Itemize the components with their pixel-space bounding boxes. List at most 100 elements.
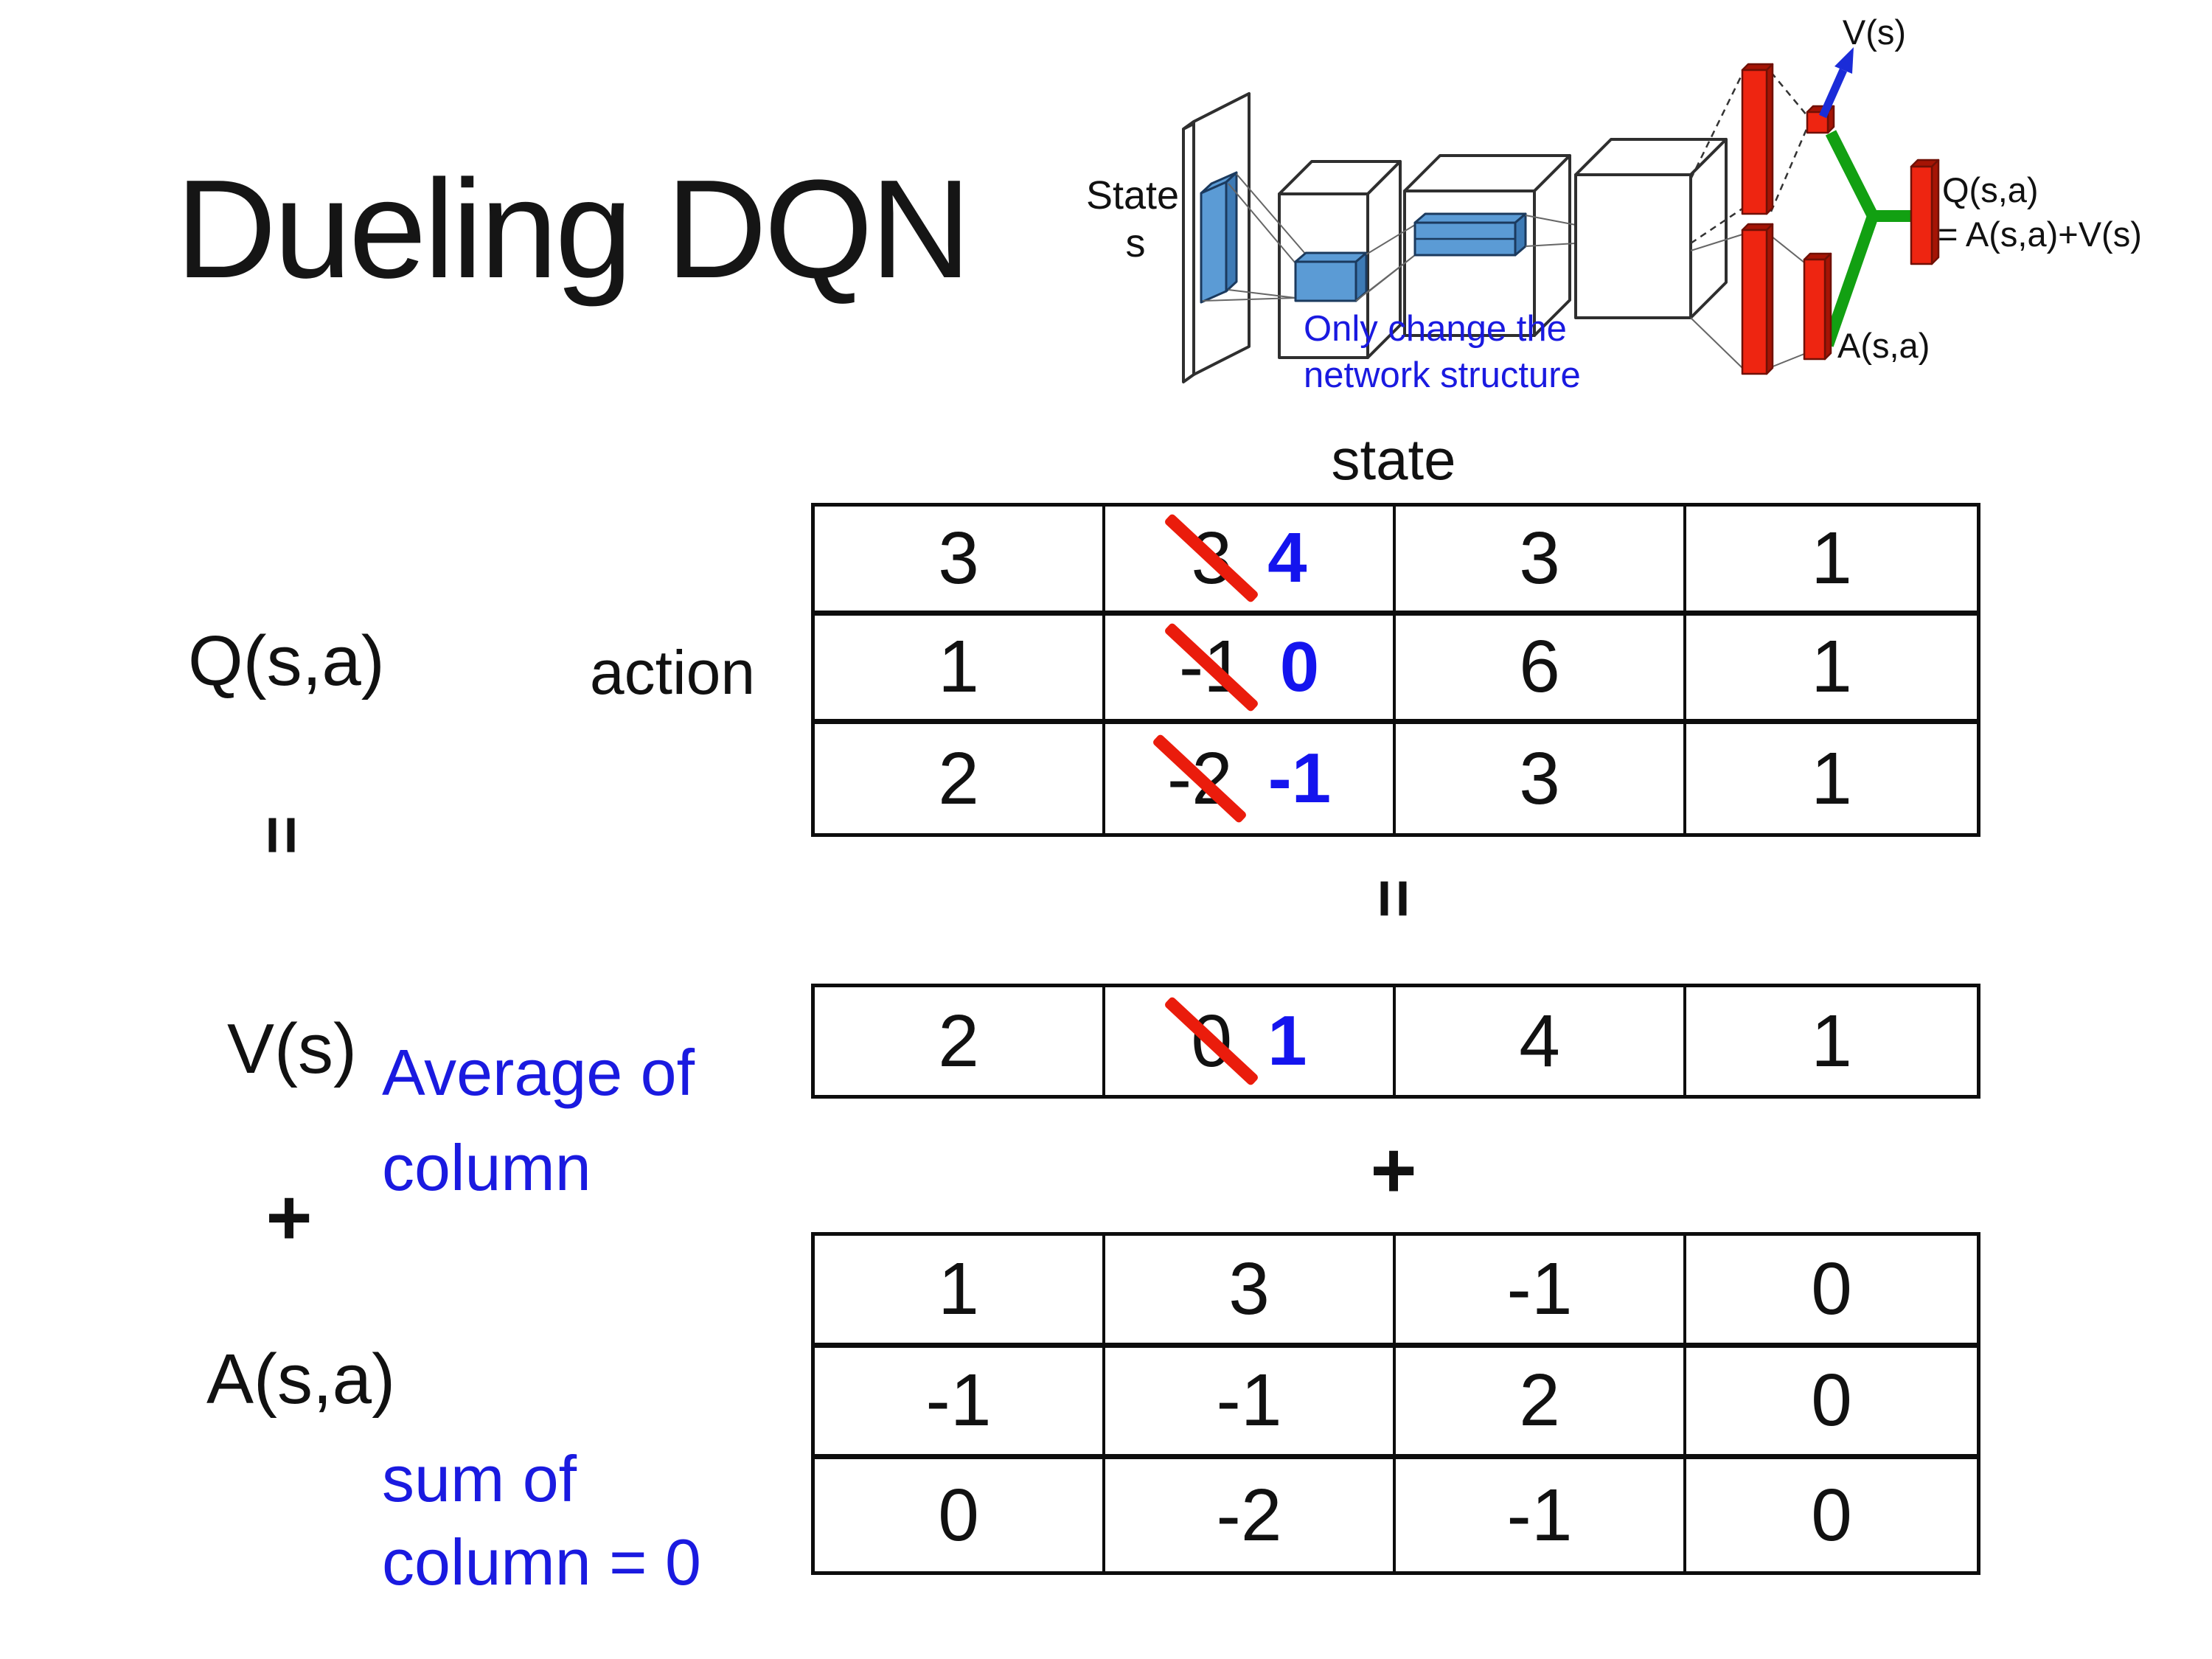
table-cell: 2 xyxy=(1396,1347,1686,1460)
q-output-bar xyxy=(1910,159,1940,265)
replacement-value: 4 xyxy=(1267,518,1307,598)
filter-box-1 xyxy=(1200,171,1238,304)
struck-value: 3 xyxy=(1164,512,1260,604)
table-cell: 1 xyxy=(815,1236,1105,1348)
sum-note-line2: column = 0 xyxy=(382,1525,701,1599)
advantage-output-bar xyxy=(1803,252,1832,361)
diagram-state-label: State xyxy=(1086,173,1179,218)
table-cell: 2 xyxy=(815,724,1105,833)
cell-value: 4 xyxy=(1519,999,1560,1082)
plus-sign-left: + xyxy=(265,1172,313,1262)
feature-cube-1 xyxy=(1278,160,1402,359)
conv-lines-3 xyxy=(1525,215,1576,247)
table-cell: 01 xyxy=(1105,987,1396,1095)
diagram-caption-line1: Only change the xyxy=(1304,309,1567,349)
table-cell: 0 xyxy=(1686,1459,1977,1571)
table-cell: 34 xyxy=(1105,507,1396,616)
dashed-links xyxy=(1689,72,1809,245)
cell-value: 1 xyxy=(1811,625,1852,709)
cell-value: -1 xyxy=(1216,1359,1282,1442)
filter-box-3 xyxy=(1413,212,1527,257)
average-note: Average of column xyxy=(382,1025,695,1216)
q-function-label: Q(s,a) xyxy=(188,622,385,700)
struck-value: 0 xyxy=(1164,995,1260,1087)
cell-value: -1 xyxy=(1506,1247,1573,1330)
diagram-a-label: A(s,a) xyxy=(1837,326,1930,365)
slide-title: Dueling DQN xyxy=(175,151,971,307)
cell-value: -1 xyxy=(925,1359,992,1442)
sum-note-line1: sum of xyxy=(382,1442,577,1515)
table-cell: -1 xyxy=(1396,1236,1686,1348)
value-arrow-icon xyxy=(1818,47,1854,119)
conv-lines-1 xyxy=(1202,173,1307,302)
equals-glyph: = xyxy=(244,815,320,855)
value-hidden-bar xyxy=(1741,63,1774,215)
replacement-value: -1 xyxy=(1267,739,1332,818)
table-cell: 3 xyxy=(1396,507,1686,616)
a-value-table: 1 3 -1 0 -1 -1 2 0 0 -2 -1 0 xyxy=(811,1232,1980,1575)
cell-value: 6 xyxy=(1519,625,1560,709)
average-note-line1: Average of xyxy=(382,1036,695,1109)
replacement-value: 0 xyxy=(1279,627,1320,706)
table-cell: 0 xyxy=(1686,1236,1977,1348)
v-value-table: 20141 xyxy=(811,984,1980,1099)
table-cell: -2 xyxy=(1105,1459,1396,1571)
feature-cube-3 xyxy=(1574,138,1728,319)
a-function-label: A(s,a) xyxy=(206,1340,396,1419)
table-cell: -1 xyxy=(1396,1459,1686,1571)
table-cell: -1 xyxy=(815,1347,1105,1460)
table-cell: 3 xyxy=(1396,724,1686,833)
equals-sign-center: = xyxy=(1342,854,1445,942)
sum-note: sum of column = 0 xyxy=(382,1438,701,1604)
table-cell: 1 xyxy=(815,615,1105,725)
plus-sign-center: + xyxy=(1370,1125,1417,1214)
diagram-q-label-line2: = A(s,a)+V(s) xyxy=(1938,215,2142,254)
table-cell: -2-1 xyxy=(1105,724,1396,833)
diagram-v-label: V(s) xyxy=(1843,13,1906,52)
advantage-hidden-bar xyxy=(1741,223,1774,375)
network-diagram: State s xyxy=(1086,13,2142,395)
table-cell: 0 xyxy=(1686,1348,1977,1460)
cell-value: 1 xyxy=(1811,737,1852,820)
cell-value: 1 xyxy=(1811,516,1852,599)
filter-box-2 xyxy=(1294,251,1368,302)
table-cell: 0 xyxy=(815,1459,1105,1571)
cell-value: 3 xyxy=(1228,1247,1270,1330)
table-cell: 4 xyxy=(1396,987,1686,1095)
equals-sign-left: = xyxy=(230,790,333,879)
table-cell: 1 xyxy=(1686,616,1977,725)
struck-value: -2 xyxy=(1152,733,1248,824)
average-note-line2: column xyxy=(382,1131,591,1205)
table-cell: 1 xyxy=(1686,724,1977,833)
table-cell: 3 xyxy=(1105,1236,1396,1348)
struck-value: -1 xyxy=(1164,622,1260,713)
table-cell: 3 xyxy=(815,507,1105,616)
cell-value: 0 xyxy=(1811,1359,1852,1442)
cell-value: 0 xyxy=(938,1473,979,1557)
v-function-label: V(s) xyxy=(227,1009,357,1088)
solid-links xyxy=(1690,234,1805,369)
state-header: state xyxy=(1331,427,1456,492)
table-cell: 2 xyxy=(815,987,1105,1095)
table-cell: 1 xyxy=(1686,507,1977,616)
conv-lines-2 xyxy=(1355,224,1416,302)
cell-value: -2 xyxy=(1216,1473,1282,1557)
cell-value: 3 xyxy=(1519,737,1560,820)
cell-value: -1 xyxy=(1506,1473,1573,1557)
cell-value: 0 xyxy=(1811,1247,1852,1330)
cell-value: 0 xyxy=(1811,1473,1852,1557)
table-cell: -1 xyxy=(1105,1347,1396,1460)
diagram-state-label-s: s xyxy=(1126,221,1146,265)
cell-value: 1 xyxy=(938,625,979,709)
cell-value: 3 xyxy=(938,516,979,599)
cell-value: 1 xyxy=(1811,999,1852,1082)
cell-value: 2 xyxy=(938,999,979,1082)
replacement-value: 1 xyxy=(1267,1001,1307,1080)
equals-glyph: = xyxy=(1356,878,1432,918)
cell-value: 3 xyxy=(1519,516,1560,599)
merge-branch-green xyxy=(1822,130,1911,347)
table-cell: -10 xyxy=(1105,615,1396,725)
action-label: action xyxy=(589,638,756,707)
